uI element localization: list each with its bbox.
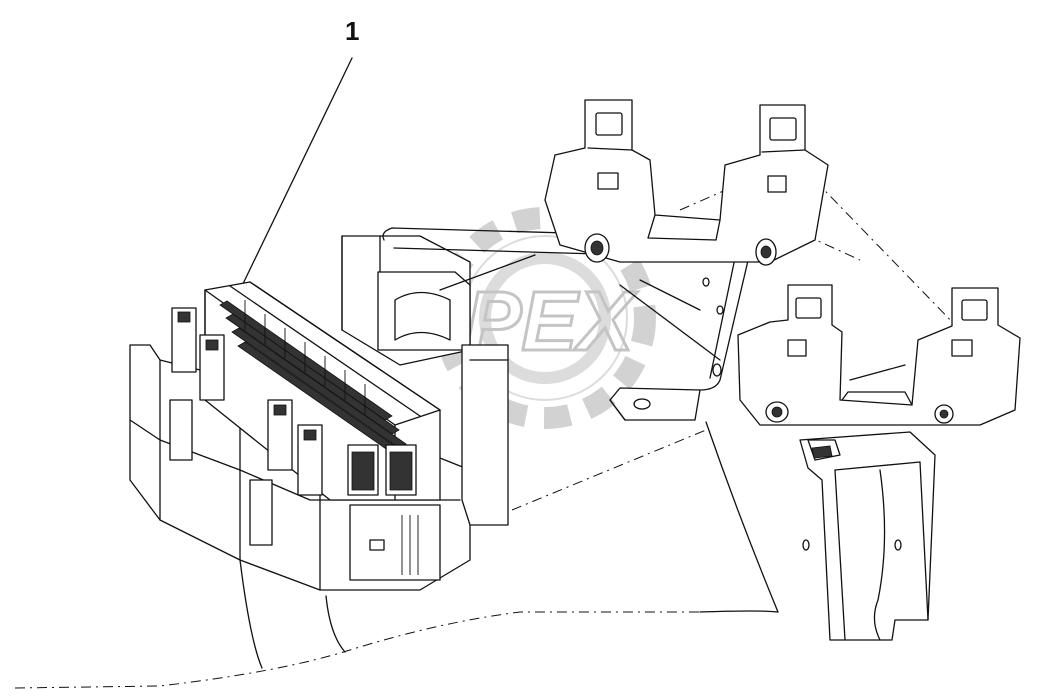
fuse-terminal-rows [219,300,413,463]
lower-relay-bracket [737,284,1021,426]
connector-sockets [347,444,417,496]
relay-clips [169,307,323,546]
support-bracket [799,431,936,641]
upper-relay-bracket [544,99,829,266]
callout-leader-line [239,57,353,291]
fuse-relay-box [129,235,509,591]
callout-label: 1 [345,16,359,46]
